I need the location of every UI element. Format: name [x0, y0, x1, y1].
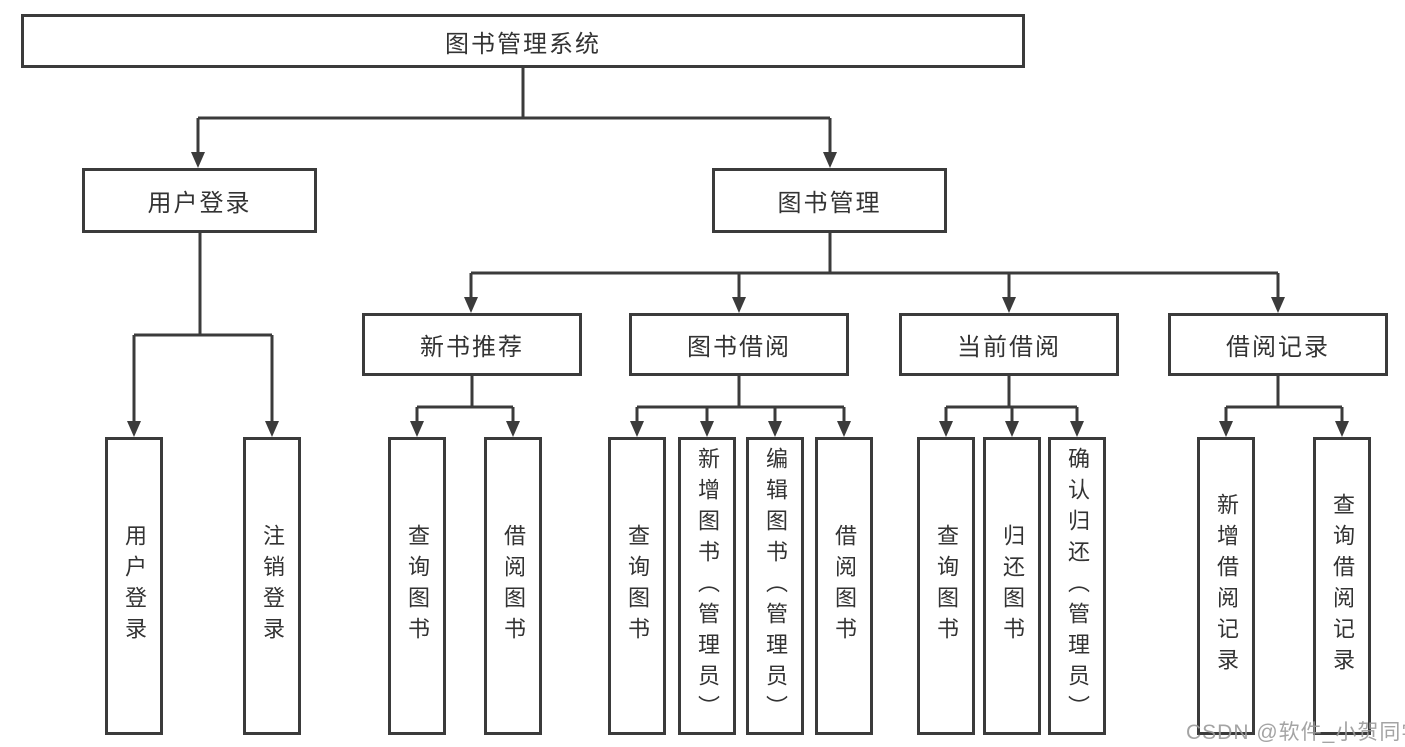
- node-label: 归还图书: [1000, 524, 1025, 648]
- leaf-borrowing-query-books: 查询图书: [608, 437, 666, 735]
- node-label: 确认归还（管理员）: [1065, 446, 1090, 726]
- node-borrowing-records: 借阅记录: [1168, 313, 1388, 376]
- leaf-records-query-borrow-record: 查询借阅记录: [1313, 437, 1371, 735]
- node-library-management-system: 图书管理系统: [21, 14, 1025, 68]
- node-label: 借阅记录: [1226, 334, 1330, 361]
- leaf-user-login: 用户登录: [105, 437, 163, 735]
- node-label: 新增借阅记录: [1214, 493, 1239, 679]
- leaf-borrowing-borrow-books: 借阅图书: [815, 437, 873, 735]
- leaf-records-add-borrow-record: 新增借阅记录: [1197, 437, 1255, 735]
- node-label: 新增图书（管理员）: [695, 446, 720, 726]
- arrowhead-icons: [127, 152, 1349, 437]
- node-label: 新书推荐: [420, 334, 524, 361]
- leaf-current-return-books: 归还图书: [983, 437, 1041, 735]
- node-label: 查询借阅记录: [1330, 493, 1355, 679]
- node-label: 查询图书: [934, 524, 959, 648]
- node-label: 借阅图书: [832, 524, 857, 648]
- node-book-borrowing: 图书借阅: [629, 313, 849, 376]
- leaf-newbook-query-books: 查询图书: [388, 437, 446, 735]
- node-label: 注销登录: [260, 524, 285, 648]
- node-label: 当前借阅: [957, 334, 1061, 361]
- leaf-newbook-borrow-books: 借阅图书: [484, 437, 542, 735]
- leaf-borrowing-add-books-admin: 新增图书（管理员）: [678, 437, 736, 735]
- node-label: 图书管理: [777, 190, 882, 217]
- leaf-borrowing-edit-books-admin: 编辑图书（管理员）: [746, 437, 804, 735]
- node-book-management: 图书管理: [712, 168, 947, 233]
- leaf-logout: 注销登录: [243, 437, 301, 735]
- csdn-watermark: CSDN @软件_小贺同学: [1186, 721, 1405, 744]
- leaf-current-confirm-return-admin: 确认归还（管理员）: [1048, 437, 1106, 735]
- node-label: 用户登录: [147, 190, 252, 217]
- node-label: 用户登录: [122, 524, 147, 648]
- node-label: 查询图书: [405, 524, 430, 648]
- node-label: 查询图书: [625, 524, 650, 648]
- node-label: 图书借阅: [687, 334, 791, 361]
- node-label: 借阅图书: [501, 524, 526, 648]
- leaf-current-query-books: 查询图书: [917, 437, 975, 735]
- node-label: 编辑图书（管理员）: [763, 446, 788, 726]
- node-label: 图书管理系统: [445, 30, 601, 58]
- node-new-book-recommendation: 新书推荐: [362, 313, 582, 376]
- node-user-login: 用户登录: [82, 168, 317, 233]
- node-current-borrowing: 当前借阅: [899, 313, 1119, 376]
